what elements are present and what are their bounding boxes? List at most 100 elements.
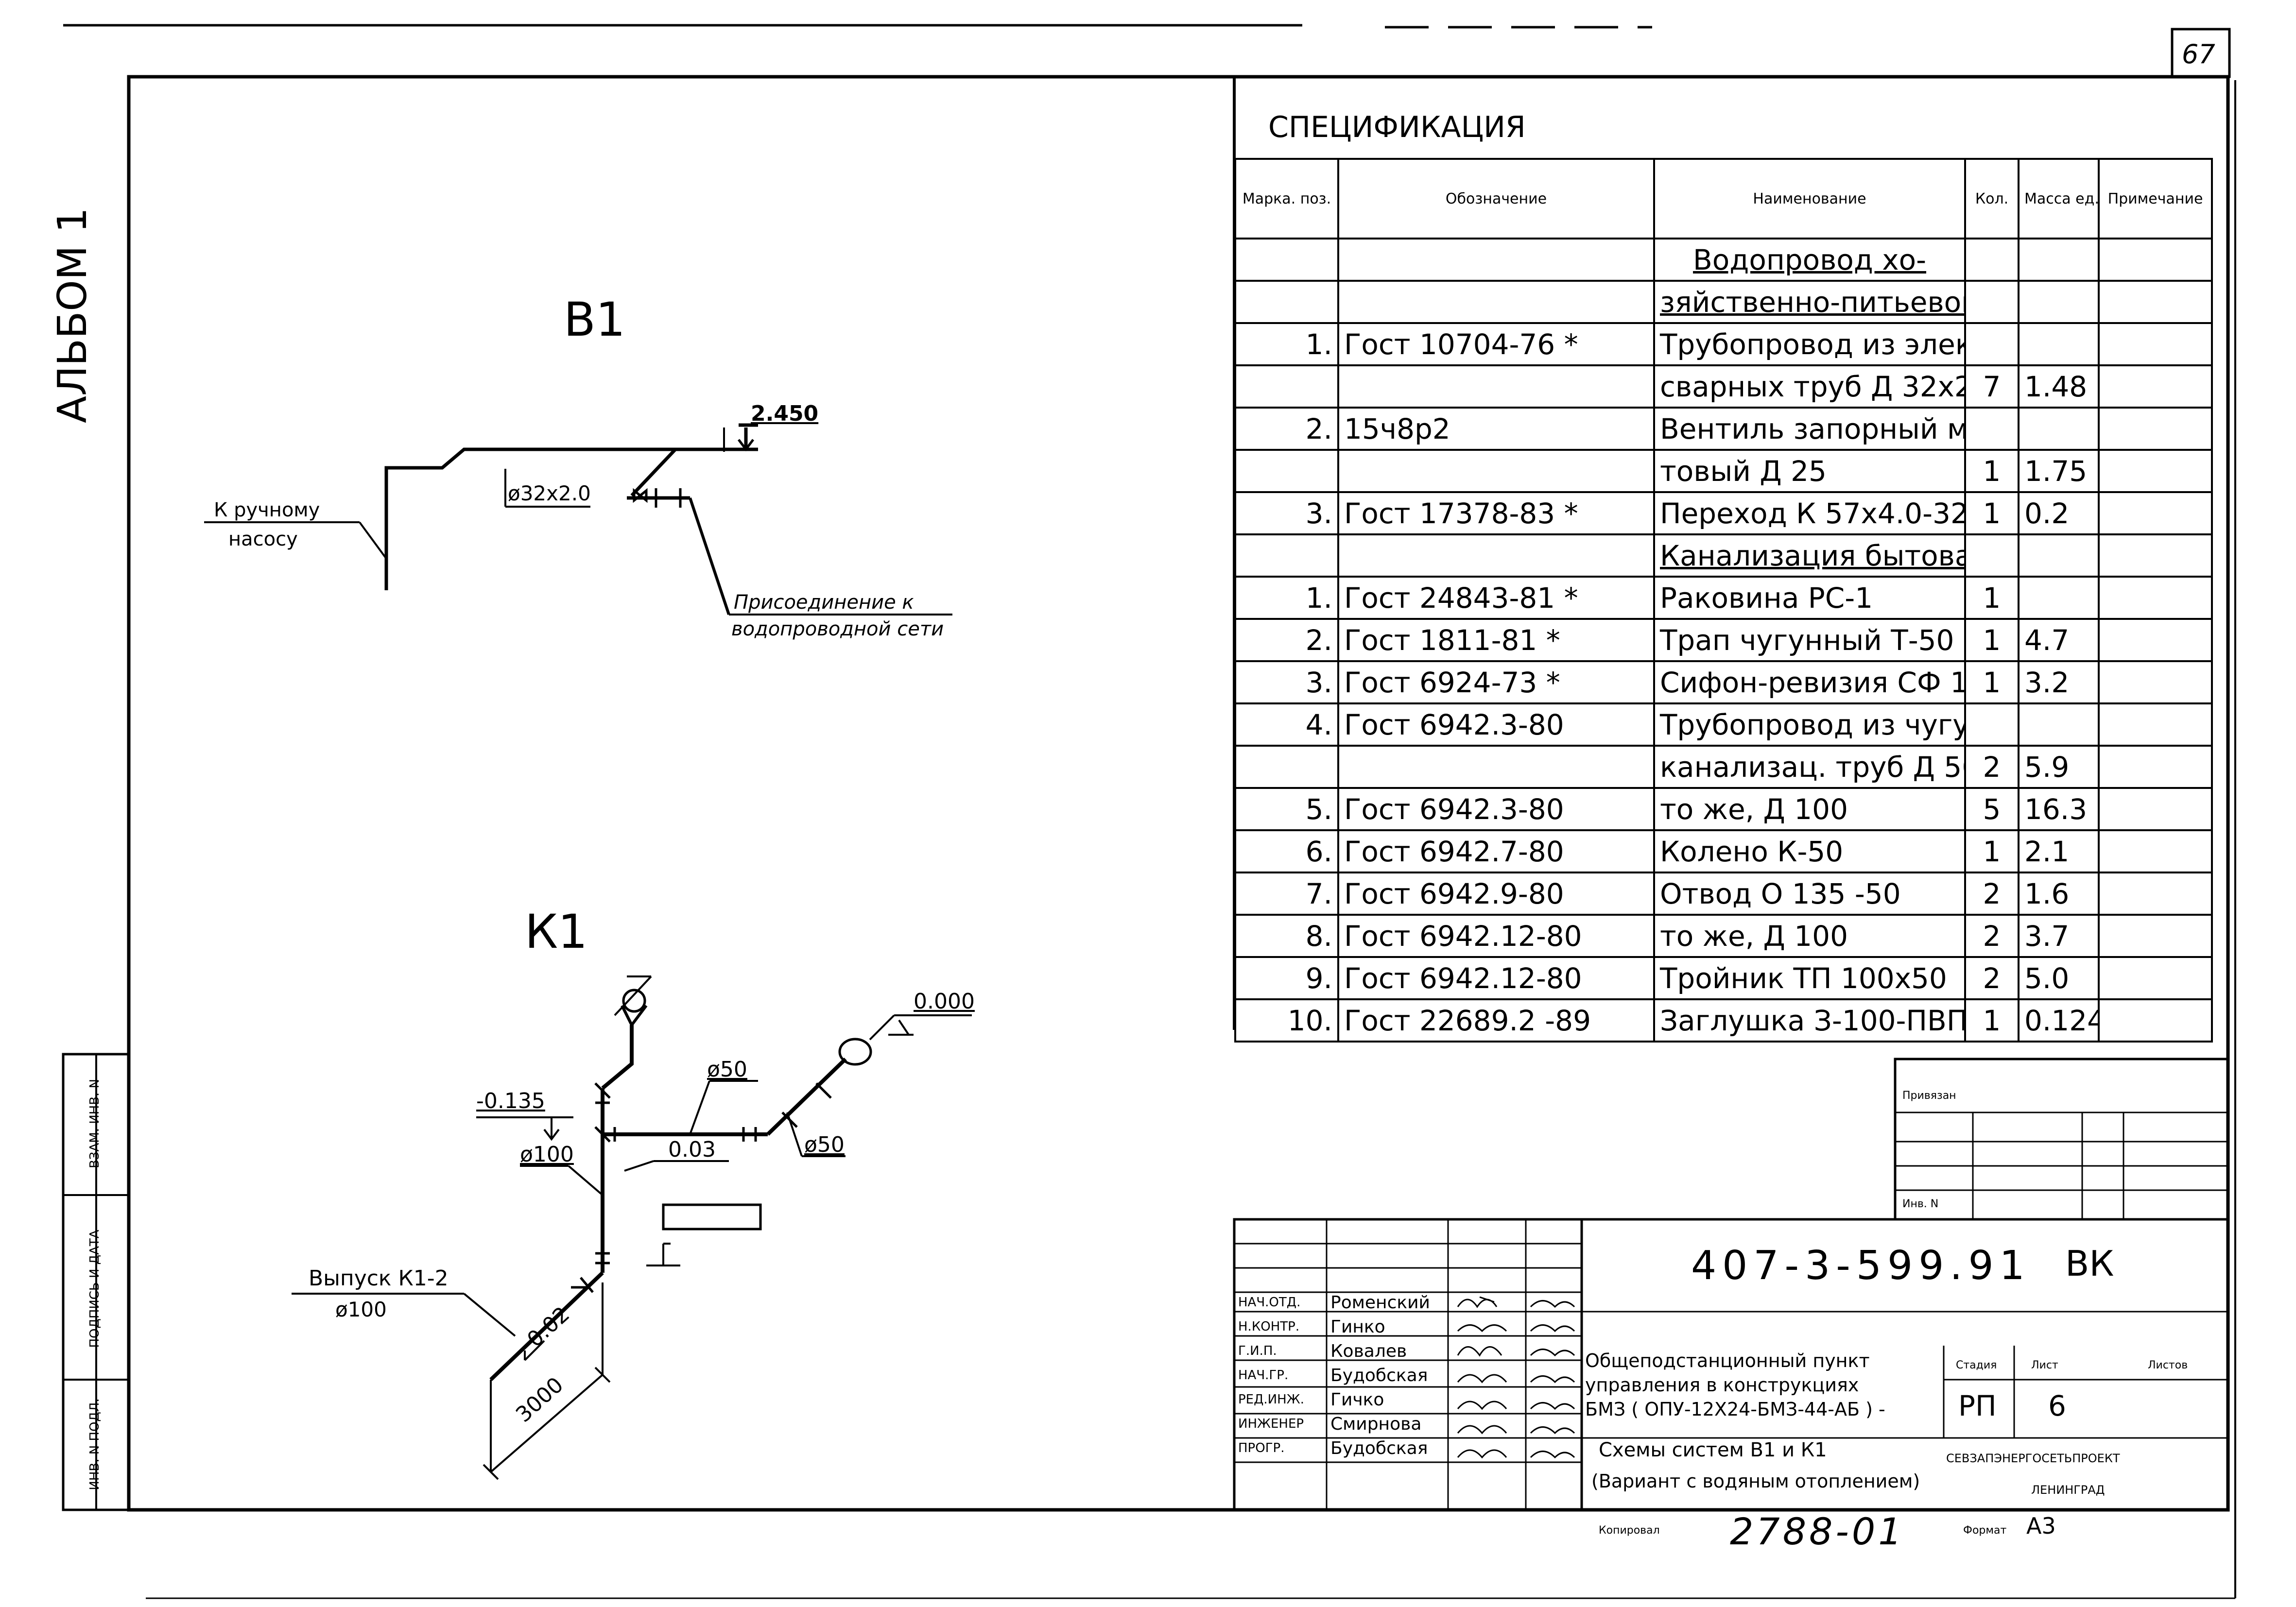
spec-pos: 10. — [1234, 998, 1339, 1043]
spec-doc: Гост 6924-73 * — [1337, 660, 1655, 704]
spec-row: зяйственно-питьевой — [1234, 280, 2213, 324]
spec-mass: 3.2 — [2018, 660, 2100, 704]
spec-mass — [2018, 407, 2100, 451]
spec-pos: 4. — [1234, 702, 1339, 747]
stamp-person-name: Будобская — [1330, 1438, 1428, 1458]
stamp-role: Н.КОНТР. — [1238, 1319, 1300, 1334]
stamp-role: РЕД.ИНЖ. — [1238, 1392, 1304, 1407]
stamp-stage-label: Стадия — [1956, 1359, 1997, 1371]
spec-pos: 3. — [1234, 491, 1339, 535]
spec-doc: 15ч8р2 — [1337, 407, 1655, 451]
stamp-object-1: Общеподстанционный пункт — [1585, 1350, 1870, 1371]
b1-pump-1: К ручному — [214, 499, 320, 521]
b1-connect-2: водопроводной сети — [731, 618, 944, 640]
spec-qty: 2 — [1964, 745, 2020, 789]
k1-slope-a: 0.03 — [668, 1137, 716, 1162]
stamp-role: ИНЖЕНЕР — [1238, 1417, 1304, 1431]
stamp-object-2: управления в конструкциях — [1585, 1374, 1859, 1396]
stamp-inv-label: Инв. N — [1902, 1198, 1939, 1210]
spec-pos — [1234, 280, 1339, 324]
spec-note — [2098, 449, 2213, 493]
spec-mass — [2018, 702, 2100, 747]
header-mass: Масса ед. кг. — [2018, 158, 2100, 239]
spec-mass: 1.75 — [2018, 449, 2100, 493]
spec-name: Отвод О 135 -50 — [1653, 872, 1966, 916]
k1-d50-b: ø50 — [804, 1132, 845, 1157]
page-number: 67 — [2182, 39, 2215, 69]
spec-mass: 16.3 — [2018, 787, 2100, 831]
stamp-person-name: Смирнова — [1330, 1414, 1422, 1434]
spec-pos: 5. — [1234, 787, 1339, 831]
side-stamp-3: ИНВ. N ПОДЛ. — [87, 1398, 102, 1490]
format-value: А3 — [2026, 1513, 2056, 1539]
spec-qty: 1 — [1964, 998, 2020, 1043]
header-name: Наименование — [1653, 158, 1966, 239]
spec-note — [2098, 238, 2213, 282]
b1-elevation: 2.450 — [751, 401, 819, 426]
spec-doc: Гост 10704-76 * — [1337, 322, 1655, 366]
header-pos: Марка. поз. — [1234, 158, 1339, 239]
spec-name: зяйственно-питьевой — [1653, 280, 1966, 324]
stamp-sheet-desc-1: Схемы систем В1 и К1 — [1599, 1439, 1827, 1461]
spec-note — [2098, 702, 2213, 747]
spec-pos: 7. — [1234, 872, 1339, 916]
spec-name: Канализация бытовая — [1653, 533, 1966, 578]
spec-mass — [2018, 280, 2100, 324]
spec-qty: 2 — [1964, 872, 2020, 916]
spec-qty — [1964, 280, 2020, 324]
spec-note — [2098, 787, 2213, 831]
spec-name: Сифон-ревизия СФ 110Д — [1653, 660, 1966, 704]
spec-mass: 4.7 — [2018, 618, 2100, 662]
spec-row: 3.Гост 17378-83 *Переход К 57х4.0-32х2.0… — [1234, 491, 2213, 535]
b1-connect-1: Присоединение к — [734, 591, 914, 614]
spec-mass: 2.1 — [2018, 829, 2100, 873]
spec-pos: 6. — [1234, 829, 1339, 873]
b1-scheme — [204, 423, 952, 615]
stamp-code: 407-3-599.91 — [1691, 1243, 2031, 1289]
spec-mass — [2018, 576, 2100, 620]
spec-doc — [1337, 449, 1655, 493]
copy-number: 2788-01 — [1730, 1510, 1905, 1553]
spec-mass — [2018, 238, 2100, 282]
spec-name: товый Д 25 — [1653, 449, 1966, 493]
spec-note — [2098, 533, 2213, 578]
spec-note — [2098, 872, 2213, 916]
spec-name: Вентиль запорный муф- — [1653, 407, 1966, 451]
spec-doc — [1337, 533, 1655, 578]
spec-doc: Гост 6942.9-80 — [1337, 872, 1655, 916]
spec-name: Водопровод хо- — [1653, 238, 1966, 282]
spec-doc: Гост 6942.3-80 — [1337, 787, 1655, 831]
k1-outlet-1: Выпуск К1-2 — [309, 1266, 449, 1291]
spec-doc: Гост 24843-81 * — [1337, 576, 1655, 620]
spec-qty: 1 — [1964, 576, 2020, 620]
spec-pos — [1234, 364, 1339, 409]
stamp-org-2: ЛЕНИНГРАД — [2031, 1483, 2105, 1497]
spec-doc — [1337, 238, 1655, 282]
spec-name: сварных труб Д 32х2.0 — [1653, 364, 1966, 409]
spec-name: Переход К 57х4.0-32х2.0 — [1653, 491, 1966, 535]
stamp-sheet: 6 — [2048, 1389, 2066, 1422]
spec-mass: 0.124 — [2018, 998, 2100, 1043]
spec-doc: Гост 17378-83 * — [1337, 491, 1655, 535]
spec-row: 3.Гост 6924-73 *Сифон-ревизия СФ 110Д13.… — [1234, 660, 2213, 704]
k1-scheme — [292, 975, 972, 1480]
spec-note — [2098, 914, 2213, 958]
spec-name: Раковина РС-1 — [1653, 576, 1966, 620]
spec-name: Заглушка З-100-ПВП-Н — [1653, 998, 1966, 1043]
spec-note — [2098, 322, 2213, 366]
stamp-sheets-label: Листов — [2148, 1359, 2188, 1371]
spec-doc: Гост 6942.12-80 — [1337, 914, 1655, 958]
copied-label: Копировал — [1599, 1524, 1660, 1537]
spec-note — [2098, 956, 2213, 1000]
k1-outlet-2: ø100 — [335, 1298, 387, 1321]
spec-note — [2098, 745, 2213, 789]
spec-name: Трубопровод из чугунных — [1653, 702, 1966, 747]
k1-d50-a: ø50 — [707, 1057, 747, 1082]
